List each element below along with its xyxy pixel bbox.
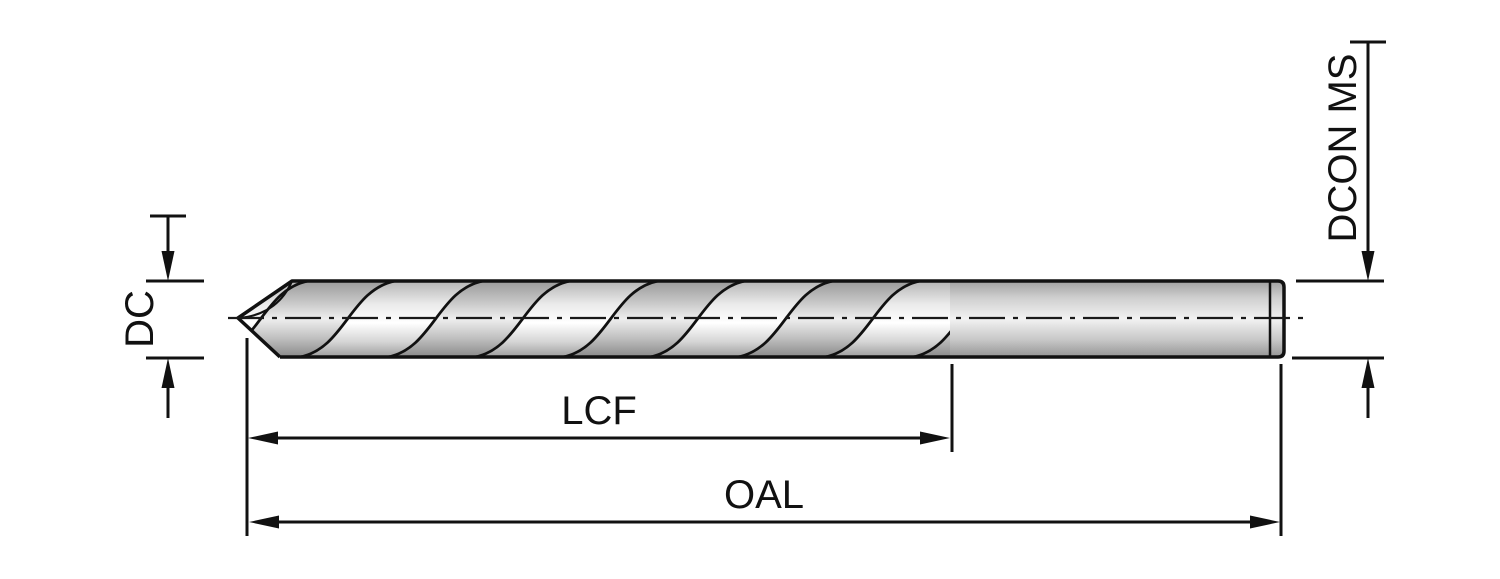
lcf-label: LCF — [561, 389, 637, 433]
drill-flute-outline — [236, 279, 950, 359]
dcon-bottom-arrowhead — [1361, 358, 1375, 388]
oal-right-arrowhead — [1250, 515, 1280, 529]
dimension-oal — [249, 364, 1283, 536]
drill-land — [475, 281, 658, 357]
dimension-lcf — [245, 338, 954, 536]
dc-top-arrowhead — [161, 251, 175, 281]
drill-tip-facet-line — [239, 281, 294, 320]
drill-land — [300, 281, 483, 357]
dimension-dcon — [1292, 40, 1386, 418]
dimension-dc — [146, 214, 204, 418]
oal-label: OAL — [724, 473, 804, 517]
dcon-label: DCON MS — [1321, 54, 1365, 243]
drill-bit — [228, 279, 1304, 359]
lcf-right-arrowhead — [920, 431, 950, 445]
dc-bottom-arrowhead — [161, 358, 175, 388]
dc-label: DC — [118, 290, 162, 348]
dcon-top-arrowhead — [1361, 251, 1375, 281]
oal-left-arrowhead — [249, 515, 279, 529]
lcf-left-arrowhead — [248, 431, 278, 445]
